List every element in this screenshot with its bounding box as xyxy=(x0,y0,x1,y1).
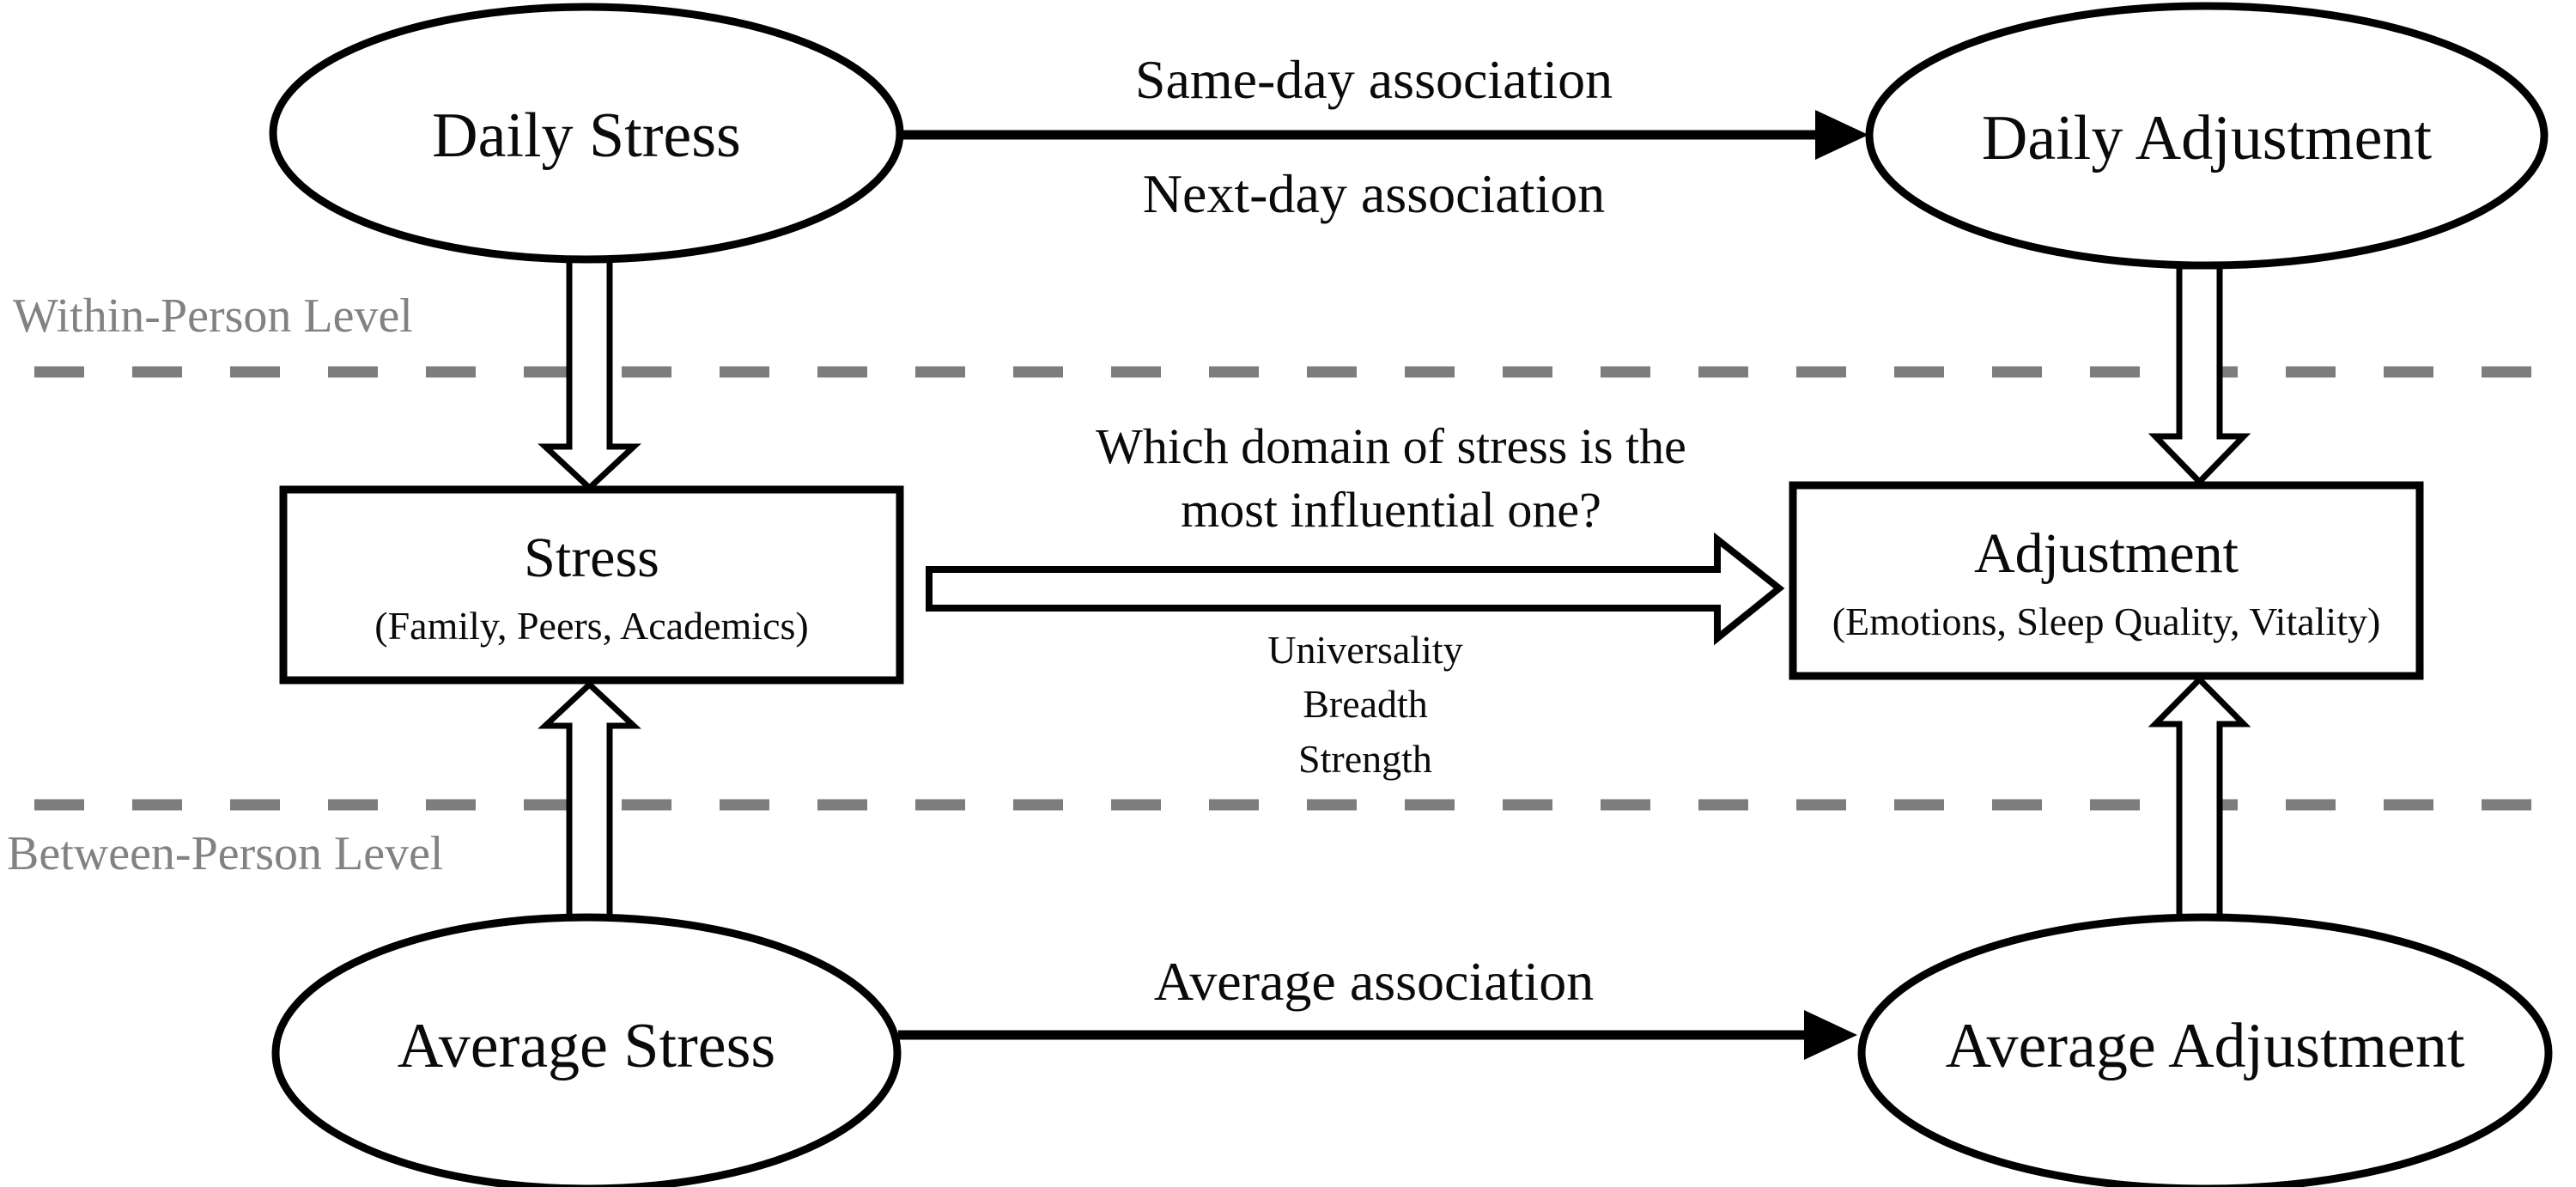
quality-strength-label: Strength xyxy=(1298,737,1432,781)
adjustment-rect xyxy=(1789,481,2424,680)
same-day-association-label: Same-day association xyxy=(1134,49,1613,110)
adjustment-rect-subtitle: (Emotions, Sleep Quality, Vitality) xyxy=(1832,600,2381,643)
quality-breadth-label: Breadth xyxy=(1303,682,1428,726)
average-association-label: Average association xyxy=(1153,951,1595,1012)
same-day-arrowhead xyxy=(1815,110,1868,160)
average-adjustment-ellipse xyxy=(1857,913,2553,1187)
domain-question-line1: Which domain of stress is the xyxy=(1096,418,1686,474)
stress-rect-title: Stress xyxy=(524,527,659,589)
daily-stress-label: Daily Stress xyxy=(432,100,741,171)
daily-stress-to-stress-arrow xyxy=(538,254,641,492)
daily-adjustment-label: Daily Adjustment xyxy=(1981,103,2433,173)
average-stress-ellipse xyxy=(271,913,902,1187)
domain-question-line2: most influential one? xyxy=(1181,482,1601,538)
stress-to-adjustment-domain-arrow xyxy=(926,532,1785,646)
average-adjustment-to-adjustment-arrow xyxy=(2148,675,2251,922)
next-day-association-label: Next-day association xyxy=(1142,163,1606,224)
adjustment-rect-title: Adjustment xyxy=(1974,522,2239,585)
within-person-level-label: Within-Person Level xyxy=(13,289,413,343)
daily-adjustment-to-adjustment-arrow xyxy=(2148,263,2251,487)
between-person-level-label: Between-Person Level xyxy=(7,827,444,880)
stress-rect-subtitle: (Family, Peers, Academics) xyxy=(374,604,809,648)
stress-rect xyxy=(279,485,904,685)
average-adjustment-label: Average Adjustment xyxy=(1945,1011,2465,1081)
average-stress-label: Average Stress xyxy=(397,1011,776,1081)
daily-stress-ellipse xyxy=(269,3,904,264)
average-arrowhead xyxy=(1804,1010,1857,1060)
average-stress-to-stress-arrow xyxy=(538,680,641,922)
quality-universality-label: Universality xyxy=(1267,628,1463,672)
daily-adjustment-ellipse xyxy=(1865,2,2549,270)
